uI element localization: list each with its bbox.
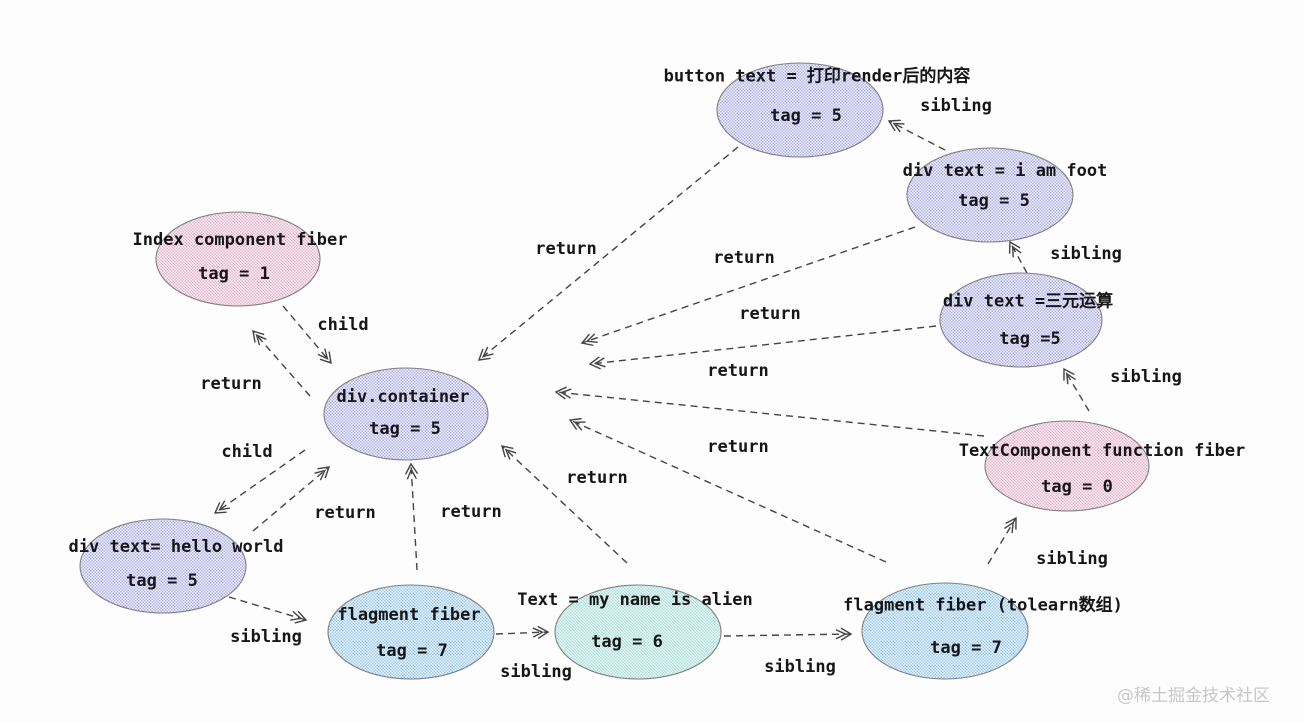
- node-container-title: div.container: [336, 387, 470, 407]
- edge-return-container-to-index: [252, 329, 311, 397]
- node-alien-title: Text = my name is alien: [517, 590, 753, 610]
- edge-label-sibling-hello-world-flagment: sibling: [230, 627, 302, 647]
- node-container-ellipse: [323, 367, 489, 461]
- watermark: @稀土掘金技术社区: [1117, 686, 1270, 706]
- edge-return-button-to-container: [477, 146, 739, 361]
- node-button-title: button text = 打印render后的内容: [663, 66, 971, 87]
- edge-label-return-container-index: return: [200, 374, 262, 394]
- node-iamfoot-tag: tag = 5: [958, 191, 1030, 211]
- edge-label-return-alien-container: return: [566, 468, 628, 488]
- node-textcomponent-ellipse: [984, 420, 1150, 512]
- node-tolearn-title: flagment fiber (tolearn数组): [843, 595, 1123, 616]
- edge-sibling-tolearn-to-textcomponent: [987, 516, 1017, 565]
- edge-label-sibling-tolearn-textcomponent: sibling: [1036, 549, 1108, 569]
- edge-child-container-to-hello-world: [213, 449, 306, 514]
- edge-label-return-hello-world-container: return: [314, 503, 376, 523]
- node-sanyuan-title: div text =三元运算: [942, 291, 1114, 312]
- edge-label-child-index-container: child: [317, 315, 369, 335]
- edge-label-return-flagment-container: return: [440, 502, 502, 522]
- edge-return-textcomponent-to-container: [554, 386, 985, 437]
- edge-sibling-sanyuan-to-iamfoot: [1008, 240, 1028, 274]
- node-sanyuan-ellipse: [939, 272, 1103, 368]
- node-button-ellipse: [716, 62, 884, 158]
- node-tolearn-ellipse: [861, 582, 1029, 680]
- node-sanyuan-tag: tag =5: [999, 329, 1061, 349]
- node-alien-tag: tag = 6: [591, 632, 663, 652]
- edge-return-iamfoot-to-container: [580, 226, 916, 347]
- edge-label-sibling-iamfoot-button: sibling: [920, 96, 992, 116]
- edge-return-hello-world-to-container: [252, 466, 331, 532]
- edge-label-child-container-hello-world: child: [221, 442, 273, 462]
- edge-label-sibling-sanyuan-iamfoot: sibling: [1050, 244, 1122, 264]
- node-iamfoot-title: div text = i am foot: [902, 161, 1108, 181]
- edge-return-alien-to-container: [501, 445, 628, 564]
- node-flagment-ellipse: [327, 584, 495, 680]
- edge-sibling-iamfoot-to-button: [887, 119, 946, 151]
- node-textcomponent-tag: tag = 0: [1041, 477, 1113, 497]
- node-textcomponent-title: TextComponent function fiber: [958, 441, 1246, 461]
- edge-label-sibling-flagment-alien: sibling: [500, 662, 572, 682]
- edge-sibling-flagment-to-alien: [495, 625, 550, 639]
- edge-label-return-button-container: return: [535, 239, 597, 259]
- node-index-ellipse: [155, 211, 321, 307]
- node-flagment-title: flagment fiber: [337, 605, 481, 625]
- edge-label-return-iamfoot-container: return: [713, 248, 775, 268]
- node-hello-world-ellipse: [79, 518, 247, 614]
- node-hello-world-title: div text= hello world: [68, 537, 284, 557]
- edge-child-index-to-container: [282, 305, 332, 365]
- edge-return-flagment-to-container: [404, 462, 419, 571]
- node-index-title: Index component fiber: [132, 230, 348, 250]
- node-hello-world-tag: tag = 5: [126, 571, 198, 591]
- edge-sibling-textcomponent-to-sanyuan: [1063, 367, 1090, 412]
- edge-sibling-hello-world-to-flagment: [228, 596, 308, 624]
- edge-label-return-tolearn-container: return: [707, 437, 769, 457]
- edge-sibling-alien-to-tolearn: [723, 627, 853, 641]
- node-flagment-tag: tag = 7: [376, 641, 448, 661]
- edge-return-tolearn-to-container: [568, 417, 887, 563]
- node-iamfoot-ellipse: [906, 147, 1074, 243]
- node-index-tag: tag = 1: [198, 264, 270, 284]
- edge-label-return-sanyuan-container: return: [739, 304, 801, 324]
- edge-return-sanyuan-to-container: [588, 325, 937, 370]
- node-button-tag: tag = 5: [770, 106, 842, 126]
- edge-label-sibling-textcomponent-sanyuan: sibling: [1110, 367, 1182, 387]
- edge-label-sibling-alien-tolearn: sibling: [764, 657, 836, 677]
- node-alien-ellipse: [554, 584, 722, 680]
- node-tolearn-tag: tag = 7: [930, 638, 1002, 658]
- node-container-tag: tag = 5: [369, 419, 441, 439]
- edge-label-return-textcomponent-container: return: [707, 361, 769, 381]
